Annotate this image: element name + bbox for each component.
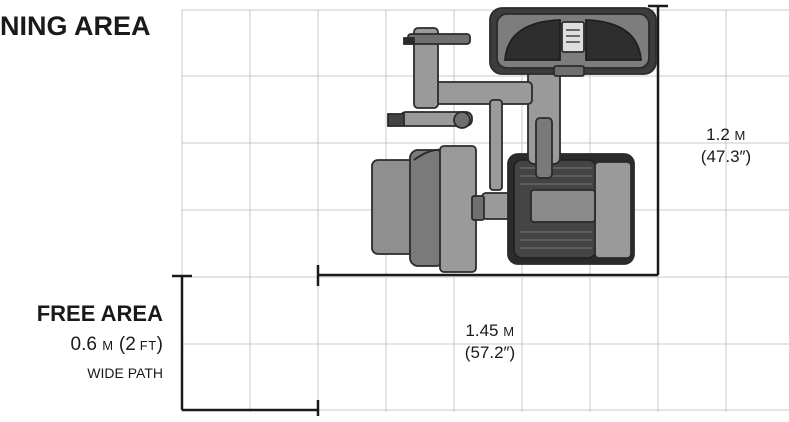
free-area-width-imperial-open: (2 — [118, 334, 136, 355]
depth-imperial: (47.3″) — [700, 147, 752, 166]
width-dimension-metric: 1.45 M — [450, 320, 530, 342]
width-unit: M — [503, 324, 515, 339]
exercise-machine-top-view-icon — [371, 7, 657, 273]
free-area-width-unit: M — [102, 338, 114, 353]
dimension-lines — [172, 4, 668, 416]
training-area-title: NING AREA — [0, 11, 151, 41]
width-value: 1.45 — [465, 321, 499, 340]
free-area-width-value: 0.6 — [70, 334, 97, 355]
free-area-title: FREE AREA — [36, 301, 163, 326]
free-area-width-imperial-close: ) — [156, 334, 163, 355]
depth-unit: M — [734, 128, 746, 143]
width-dimension-label: 1.45 M (57.2″) — [450, 320, 530, 363]
depth-value: 1.2 — [706, 125, 730, 144]
width-imperial: (57.2″) — [464, 343, 516, 362]
free-area-path-label: WIDE PATH — [87, 365, 163, 381]
free-area-width-imperial-unit: FT — [139, 338, 157, 353]
depth-dimension-metric: 1.2 M — [690, 124, 762, 146]
depth-dimension-label: 1.2 M (47.3″) — [690, 124, 762, 167]
